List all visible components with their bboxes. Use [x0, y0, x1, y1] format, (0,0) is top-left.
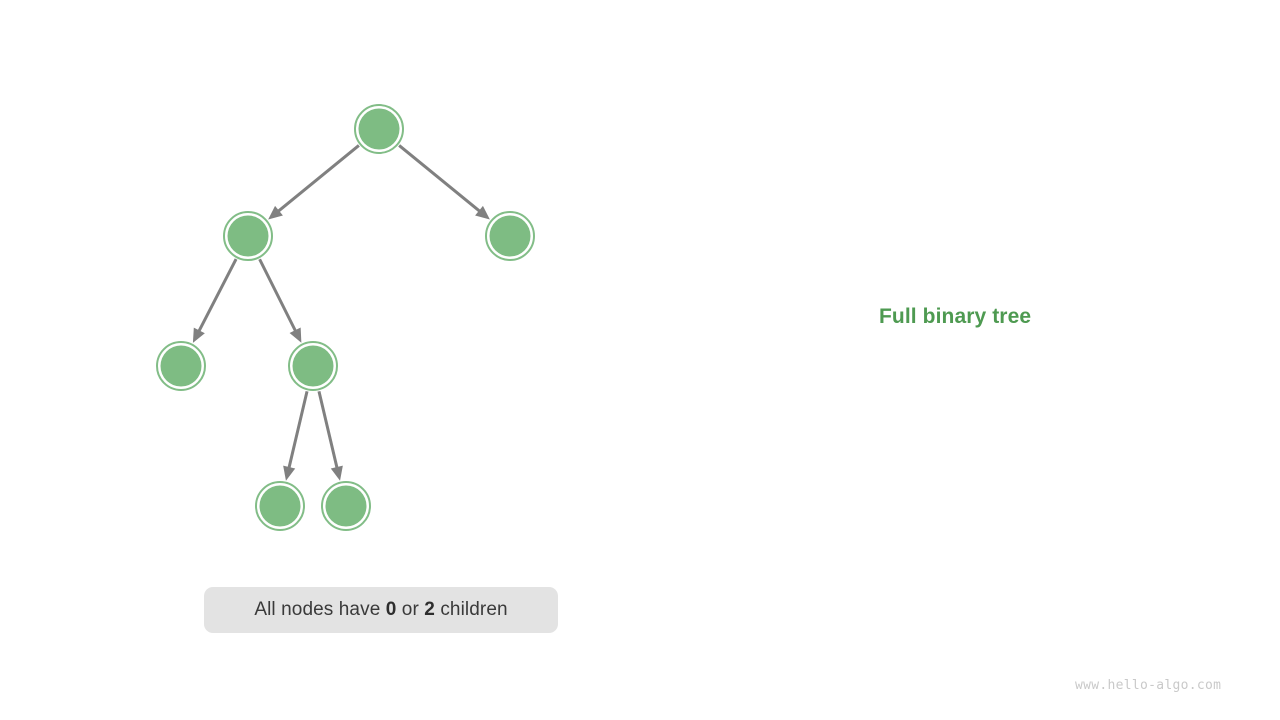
- tree-edge: [258, 258, 302, 343]
- tree-edge: [398, 144, 490, 220]
- tree-edge: [192, 258, 238, 343]
- page-title: Full binary tree: [879, 305, 1032, 328]
- tree-node[interactable]: [288, 341, 338, 391]
- tree-node[interactable]: [156, 341, 206, 391]
- caption-bold-zero: 0: [385, 599, 397, 620]
- tree-edge: [317, 390, 343, 481]
- tree-edge: [283, 390, 309, 481]
- node-layer: [156, 104, 535, 531]
- tree-edge: [268, 144, 360, 220]
- tree-node[interactable]: [321, 481, 371, 531]
- caption-text: All nodes have 0 or 2 children: [254, 599, 507, 621]
- caption-suffix: children: [434, 599, 508, 620]
- tree-node[interactable]: [485, 211, 535, 261]
- caption-bold-two: 2: [424, 599, 435, 620]
- tree-node[interactable]: [255, 481, 305, 531]
- watermark: www.hello-algo.com: [1075, 678, 1222, 693]
- edge-layer: [192, 144, 490, 481]
- caption-prefix: All nodes have: [254, 599, 386, 620]
- tree-node[interactable]: [223, 211, 273, 261]
- caption-middle: or: [396, 599, 425, 620]
- caption-box: All nodes have 0 or 2 children: [204, 587, 558, 633]
- tree-node[interactable]: [354, 104, 404, 154]
